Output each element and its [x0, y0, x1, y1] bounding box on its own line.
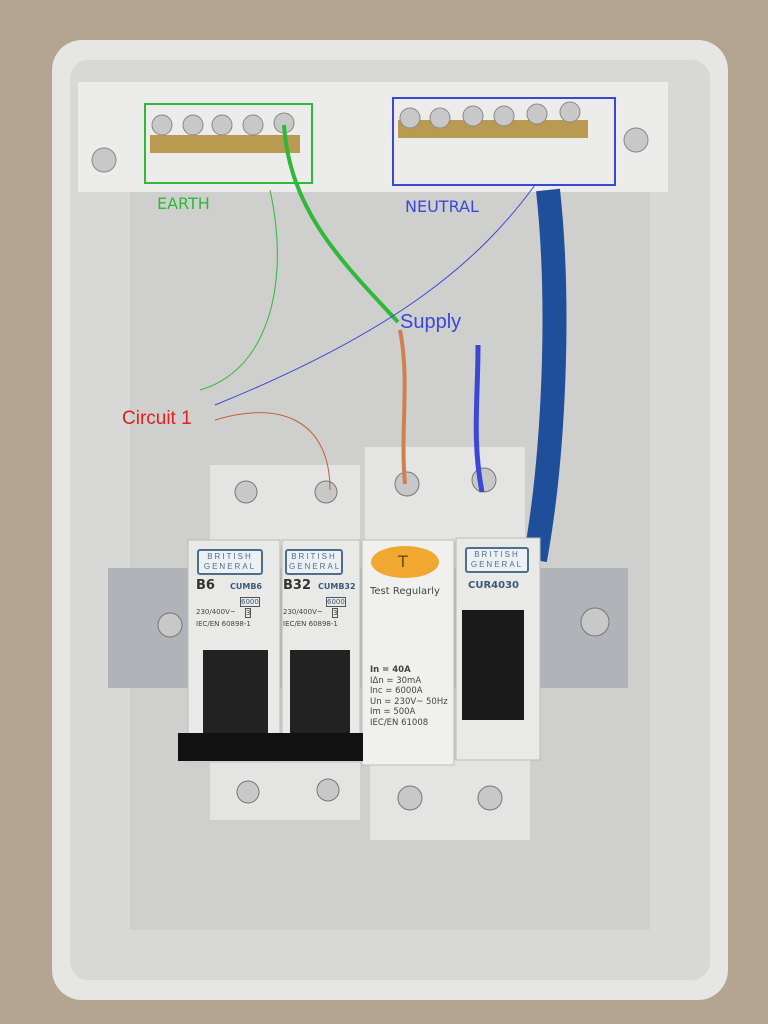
- mcb2-voltage: 230/400V~: [283, 608, 323, 616]
- mcb1-toggle[interactable]: [203, 650, 268, 745]
- rcd-spec: IEC/EN 61008: [370, 717, 429, 728]
- rcd-spec: Im = 500A: [370, 707, 416, 717]
- neutral-busbar: [398, 120, 588, 138]
- circuit1-neutral-wire: [214, 184, 536, 406]
- mcb2-rating: B32: [283, 578, 311, 593]
- supply-live-wire: [398, 329, 407, 485]
- circuit-1-label: Circuit 1: [122, 408, 192, 429]
- main-switch-brand: BRITISH GENERAL: [465, 547, 529, 573]
- supply-earth-wire: [282, 124, 400, 324]
- rcd-spec: IΔn = 30mA: [370, 675, 422, 686]
- neutral-highlight-box: [392, 97, 616, 186]
- rcd-spec: Un = 230V~ 50Hz: [370, 696, 448, 707]
- mcb1-voltage: 230/400V~: [196, 608, 236, 616]
- main-switch-model: CUR4030: [468, 580, 519, 591]
- mcb1-brand: BRITISH GENERAL: [197, 549, 263, 575]
- earth-busbar: [150, 135, 300, 153]
- mcb1-model: CUMB6: [230, 582, 262, 591]
- circuit1-live-wire: [214, 412, 331, 491]
- rcd-test-button-label: T: [398, 552, 408, 571]
- mcb1-standard: IEC/EN 60898-1: [196, 620, 251, 628]
- supply-label: Supply: [400, 311, 462, 333]
- circuit1-earth-wire: [199, 189, 278, 391]
- earth-label: EARTH: [157, 194, 210, 213]
- rcd-test-text: Test Regularly: [370, 586, 440, 597]
- mcb2-class: 3: [332, 608, 339, 618]
- neutral-label: NEUTRAL: [405, 197, 479, 216]
- rcd-spec: In = 40A: [370, 665, 411, 675]
- rcd-test-button[interactable]: [371, 546, 439, 578]
- mcb2-standard: IEC/EN 60898-1: [283, 620, 338, 628]
- mcb2-toggle[interactable]: [290, 650, 350, 745]
- mcb1-class: 3: [245, 608, 252, 618]
- mcb1-rating: B6: [196, 578, 215, 593]
- main-switch-toggle[interactable]: [462, 610, 524, 720]
- mcb2-breaking: 6000: [326, 597, 346, 607]
- mcb2-brand: BRITISH GENERAL: [285, 549, 343, 575]
- supply-neutral-wire: [473, 344, 485, 493]
- mcb2-model: CUMB32: [318, 582, 356, 591]
- blue-supply-cable: [523, 188, 567, 563]
- earth-highlight-box: [144, 103, 313, 184]
- rcd-spec: Inc = 6000A: [370, 686, 423, 696]
- mcb1-breaking: 6000: [240, 597, 260, 607]
- rcd-specs: In = 40A IΔn = 30mA Inc = 6000A Un = 230…: [370, 665, 448, 728]
